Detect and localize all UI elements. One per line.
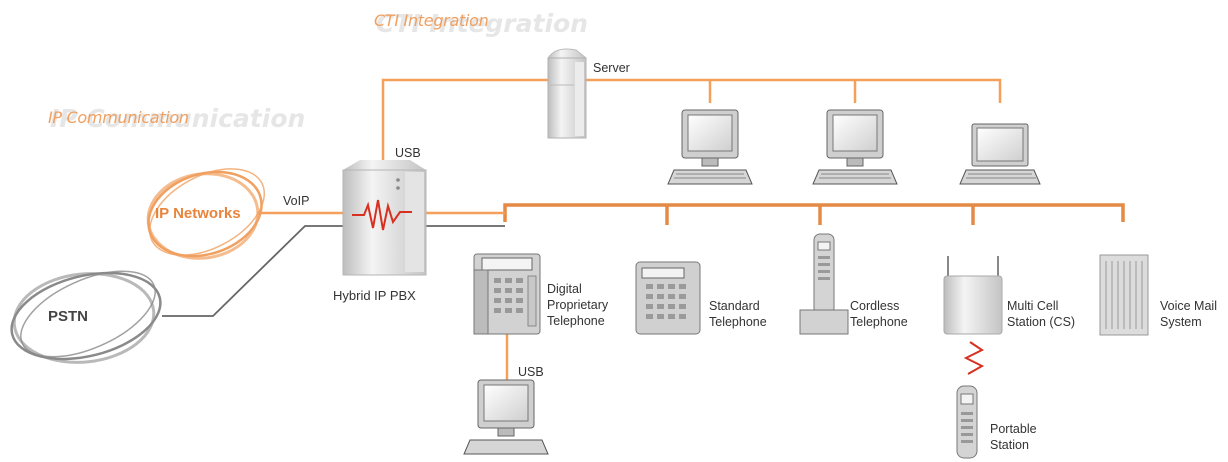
ip-communication-title: IP Communication (48, 108, 189, 127)
laptop-icon (959, 123, 1041, 185)
cti-integration-title: CTI Integration (374, 11, 489, 30)
cell-station-icon (943, 256, 1003, 335)
cti-lan-lines (381, 78, 1002, 160)
ip-communication-title-shadow: IP Communication (50, 104, 306, 133)
server-label: Server (593, 61, 630, 75)
standard-phone-icon (635, 261, 701, 335)
voice-mail-label: Voice Mail System (1160, 299, 1217, 329)
cordless-phone-icon (799, 233, 849, 335)
pc-icon (463, 379, 549, 455)
pbx-label: Hybrid IP PBX (333, 288, 416, 303)
server-icon (547, 48, 587, 139)
pc-icon (667, 109, 753, 185)
standard-phone-label: Standard Telephone (709, 299, 767, 329)
digital-phone-icon (473, 253, 541, 335)
cti-title-shadow: CTI Integration (376, 9, 588, 38)
wireless-signal-icon (963, 341, 985, 375)
usb-label-pbx: USB (395, 146, 421, 160)
usb-label-phone: USB (518, 365, 544, 379)
ip-networks-label: IP Networks (155, 205, 241, 222)
voip-label: VoIP (283, 194, 310, 208)
multi-cell-station-label: Multi Cell Station (CS) (1007, 299, 1076, 329)
signal-zigzag (352, 199, 412, 231)
portable-station-label: Portable Station (990, 422, 1037, 452)
pstn-label: PSTN (48, 308, 89, 325)
ip-network-rings (146, 168, 266, 260)
cordless-phone-label: Cordless Telephone (850, 299, 908, 329)
voice-mail-icon (1099, 254, 1149, 336)
digital-phone-label: Digital Proprietary Telephone (547, 282, 609, 328)
extension-bus-lines (503, 203, 1125, 225)
portable-station-icon (956, 385, 978, 459)
pstn-rings (10, 270, 162, 364)
pc-icon (812, 109, 898, 185)
pbx-icon (342, 160, 427, 276)
